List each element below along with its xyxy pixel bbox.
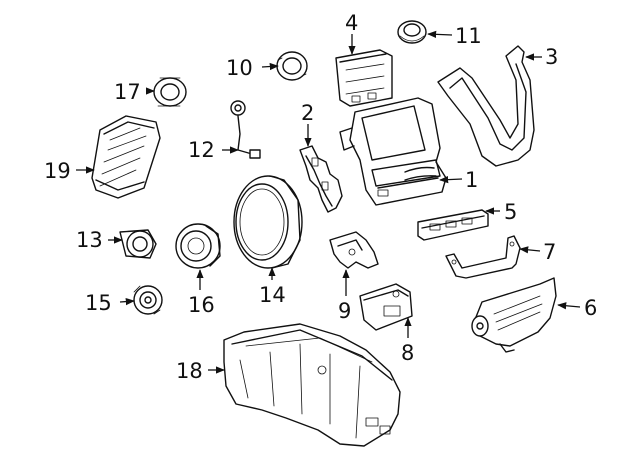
- part-1-radio-display-unit[interactable]: [339, 97, 447, 206]
- part-16-speaker[interactable]: [175, 223, 221, 269]
- leader-1: [439, 175, 463, 184]
- part-12-sensor-cable[interactable]: [230, 100, 261, 159]
- callout-18: 18: [176, 359, 203, 383]
- callout-8: 8: [401, 341, 414, 365]
- part-15-speaker[interactable]: [133, 285, 163, 315]
- leader-11: [427, 30, 453, 38]
- part-19-amplifier-module[interactable]: [91, 115, 161, 199]
- callout-1: 1: [465, 168, 478, 192]
- callout-11: 11: [455, 24, 482, 48]
- callout-labels: 1 2 3 4 5 6 7 8 9 10 11 12 13 14 15 16 1…: [44, 11, 597, 383]
- part-6-console-housing[interactable]: [471, 277, 557, 353]
- part-2-mounting-bracket[interactable]: [299, 145, 343, 213]
- callout-5: 5: [504, 200, 517, 224]
- part-3-console-trim-bezel[interactable]: [437, 45, 535, 167]
- callout-10: 10: [226, 56, 253, 80]
- leader-15: [119, 297, 135, 306]
- callout-16: 16: [188, 293, 215, 317]
- part-11-small-speaker[interactable]: [397, 20, 427, 44]
- leader-6: [557, 302, 581, 310]
- callout-17: 17: [114, 80, 141, 104]
- callout-12: 12: [188, 138, 215, 162]
- callout-13: 13: [76, 228, 103, 252]
- part-10-tweeter-speaker[interactable]: [276, 51, 308, 81]
- part-9-bracket[interactable]: [329, 231, 379, 269]
- callout-3: 3: [545, 45, 558, 69]
- part-18-amplifier-tray[interactable]: [223, 323, 401, 447]
- part-7-support-bracket[interactable]: [445, 235, 521, 279]
- part-4-control-module[interactable]: [335, 49, 393, 107]
- leader-7: [519, 246, 541, 254]
- callout-15: 15: [85, 291, 112, 315]
- callout-2: 2: [301, 101, 314, 125]
- part-5-switch-panel[interactable]: [417, 209, 489, 241]
- callout-6: 6: [584, 296, 597, 320]
- callout-19: 19: [44, 159, 71, 183]
- callout-7: 7: [543, 240, 556, 264]
- part-14-large-speaker[interactable]: [233, 175, 303, 269]
- callout-4: 4: [345, 11, 358, 35]
- part-13-speaker[interactable]: [119, 229, 157, 259]
- callout-14: 14: [259, 283, 286, 307]
- part-8-electronic-module[interactable]: [359, 283, 413, 331]
- leader-lines: [76, 30, 581, 374]
- leader-10: [261, 62, 279, 71]
- part-17-small-speaker[interactable]: [153, 77, 187, 107]
- callout-9: 9: [338, 299, 351, 323]
